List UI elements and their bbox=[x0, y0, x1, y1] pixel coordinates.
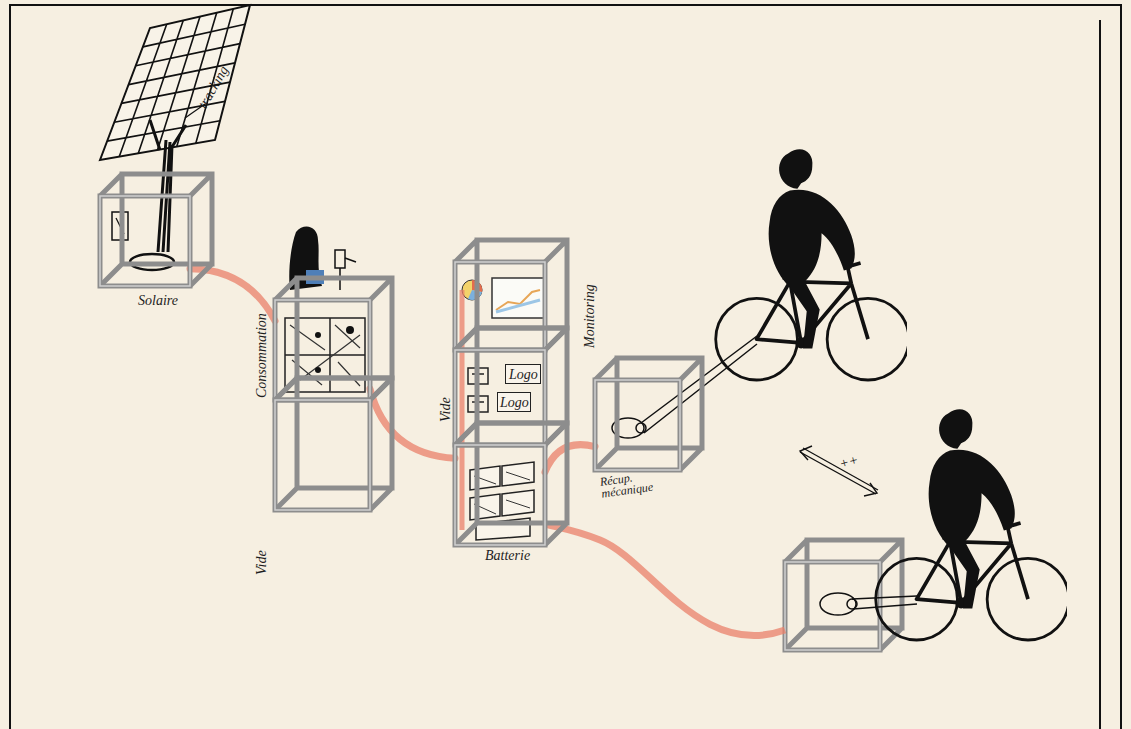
knob bbox=[315, 367, 321, 373]
cube-highlight bbox=[785, 562, 880, 650]
cube-frame bbox=[100, 196, 190, 286]
logo-box: Logo bbox=[505, 364, 541, 384]
knob bbox=[315, 332, 321, 338]
monitoring-screen bbox=[462, 278, 544, 318]
tower-cable bbox=[460, 290, 465, 530]
panel-outline bbox=[100, 5, 250, 160]
module-label: Vide bbox=[255, 550, 269, 575]
module-label: Monitoring bbox=[583, 284, 597, 348]
dynamo bbox=[820, 593, 856, 615]
cube-front bbox=[785, 562, 880, 650]
cube-front bbox=[455, 445, 545, 545]
cube-frame bbox=[455, 445, 545, 545]
logo-box: Logo bbox=[497, 392, 531, 412]
cube-back bbox=[275, 378, 392, 510]
panel-grid bbox=[107, 9, 245, 157]
cube-back bbox=[595, 358, 702, 470]
cube-back bbox=[100, 174, 212, 286]
module-cube: Vide bbox=[275, 400, 370, 510]
module-cube: Solaire bbox=[100, 196, 190, 286]
arrow-line bbox=[803, 448, 878, 490]
power-cable bbox=[370, 389, 455, 458]
cube-highlight bbox=[455, 445, 545, 545]
cube-back bbox=[785, 540, 902, 650]
module-label: Consommation bbox=[255, 313, 269, 398]
cube-front bbox=[100, 196, 190, 286]
generator-cube bbox=[785, 540, 902, 650]
tracker-pole bbox=[150, 120, 186, 252]
drive-belt bbox=[852, 596, 917, 609]
arrow-head bbox=[800, 446, 812, 460]
cube-highlight bbox=[100, 196, 190, 286]
cube-highlight bbox=[595, 380, 680, 470]
note-label: ++ bbox=[838, 453, 860, 471]
screen-graph bbox=[496, 300, 540, 312]
double-arrow bbox=[800, 446, 878, 496]
logo-text: Logo bbox=[500, 396, 529, 410]
power-cable bbox=[545, 445, 595, 473]
dynamo-pulley bbox=[847, 599, 857, 609]
screen bbox=[492, 278, 544, 318]
cube-frame bbox=[595, 380, 680, 470]
cube-highlight bbox=[275, 400, 370, 510]
battery-pack bbox=[470, 462, 534, 540]
arrow-line bbox=[800, 452, 876, 494]
module-label: Vide bbox=[439, 397, 453, 422]
cube-frame bbox=[275, 400, 370, 510]
arrow-head bbox=[864, 483, 877, 496]
logo-text: Logo bbox=[509, 368, 538, 382]
hatching bbox=[474, 472, 530, 514]
cube-front bbox=[595, 380, 680, 470]
module-cube: Récup. mécanique bbox=[595, 380, 680, 470]
knob bbox=[346, 326, 354, 334]
cube-back bbox=[455, 423, 567, 545]
battery-cells bbox=[470, 462, 534, 540]
lamp bbox=[335, 250, 345, 268]
sheet-border bbox=[10, 5, 1121, 729]
module-label: Solaire bbox=[138, 294, 178, 308]
cable-line bbox=[370, 389, 455, 458]
drive-belt bbox=[641, 336, 757, 433]
module-label: Batterie bbox=[485, 549, 530, 563]
power-cable bbox=[545, 524, 785, 636]
lamp-stand bbox=[340, 258, 356, 290]
cube-front bbox=[275, 400, 370, 510]
module-cube: Batterie bbox=[455, 445, 545, 545]
dynamo-pulley bbox=[636, 423, 646, 433]
cable-line bbox=[545, 445, 595, 473]
